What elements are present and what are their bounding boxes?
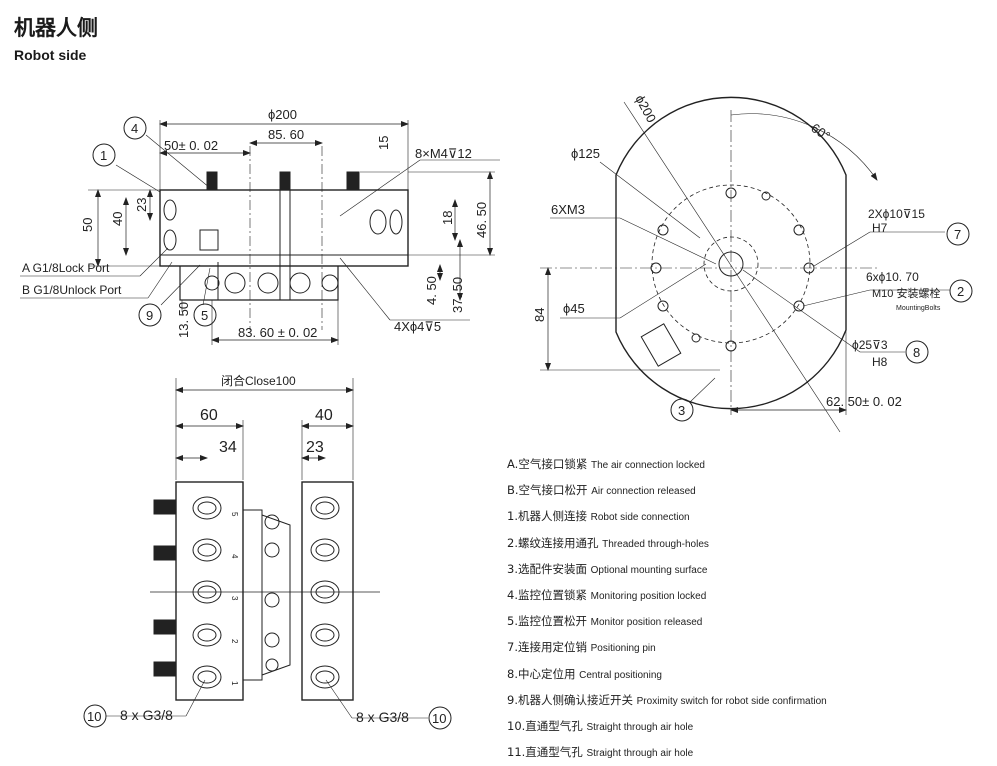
dia-45: ϕ45 (563, 301, 585, 316)
thread-label: 8×M4⊽12 (415, 146, 472, 161)
dim-4-50: 4. 50 (424, 276, 439, 305)
close-100: 闭合Close100 (221, 373, 296, 388)
legend-item: 8.中心定位用 Central positioning (507, 666, 662, 681)
legend-item: 9.机器人侧确认接近开关 Proximity switch for robot … (507, 692, 827, 707)
dim-15: 15 (376, 136, 391, 150)
legend-item: 10.直通型气孔 Straight through air hole (507, 719, 694, 734)
dim-34: 34 (219, 439, 237, 456)
pin-spec: 2Xϕ10⊽15 (868, 207, 925, 221)
port-num-5: 5 (230, 512, 239, 517)
dim-23b: 23 (306, 439, 324, 456)
port-num-1: 1 (230, 681, 239, 686)
legend-item: 1.机器人侧连接 Robot side connection (507, 509, 690, 524)
callout-10-left: 10 (87, 709, 101, 724)
dim-50-tol: 50± 0. 02 (164, 138, 218, 153)
legend-item: 3.选配件安装面 Optional mounting surface (507, 561, 708, 576)
legend-item: B.空气接口松开 Air connection released (507, 483, 696, 498)
bore-spec: ϕ25⊽3 (852, 338, 888, 352)
callout-3: 3 (678, 403, 685, 418)
face-view (540, 96, 973, 433)
dim-62-50: 62. 50± 0. 02 (826, 394, 902, 409)
right-ports (310, 496, 340, 689)
dim-40: 40 (110, 212, 125, 226)
callout-7: 7 (954, 227, 961, 242)
dia-125: ϕ125 (571, 146, 600, 161)
dim-13-50: 13. 50 (176, 302, 191, 338)
bore-fit: H8 (872, 355, 888, 369)
angle-60: 60° (808, 120, 833, 144)
callout-4: 4 (131, 121, 138, 136)
port-num-4: 4 (230, 554, 239, 559)
legend-item: 4.监控位置锁紧 Monitoring position locked (507, 588, 707, 603)
dim-84: 84 (532, 308, 547, 322)
callout-2: 2 (957, 284, 964, 299)
side-view-labels: ϕ200 85. 60 50± 0. 02 15 8×M4⊽12 50 40 2… (22, 107, 489, 340)
callout-10-right: 10 (432, 711, 446, 726)
port-num-2: 2 (230, 639, 239, 644)
closed-view (83, 378, 452, 730)
dim-85-60: 85. 60 (268, 127, 304, 142)
m3-label: 6XM3 (551, 202, 585, 217)
face-dia-200: ϕ200 (632, 92, 659, 125)
page-subtitle: Robot side (14, 47, 87, 63)
page-title: 机器人侧 (14, 16, 98, 40)
legend-item: 2.螺纹连接用通孔 Threaded through-holes (507, 535, 709, 550)
callout-9: 9 (146, 308, 153, 323)
dim-18: 18 (440, 211, 455, 225)
legend-item: 7.连接用定位销 Positioning pin (507, 640, 656, 655)
dim-23: 23 (134, 198, 149, 212)
dim-50: 50 (80, 218, 95, 232)
dim-46-50: 46. 50 (474, 202, 489, 238)
dim-37-50: 37. 50 (450, 277, 465, 313)
left-ports (192, 496, 222, 689)
callout-8: 8 (913, 345, 920, 360)
pin-fit: H7 (872, 221, 888, 235)
legend-item: 5.监控位置松开 Monitor position released (507, 614, 703, 629)
callout-5: 5 (201, 308, 208, 323)
bolt-name: M10 安装螺栓 (872, 286, 940, 300)
side-view (20, 116, 500, 345)
port-b-label: B G1/8Unlock Port (22, 283, 122, 297)
g38-right: 8 x G3/8 (356, 709, 409, 725)
callout-1: 1 (100, 148, 107, 163)
legend-item: A.空气接口锁紧 The air connection locked (507, 457, 705, 471)
face-view-labels: ϕ200 60° ϕ125 6XM3 2Xϕ10⊽15 H7 6xϕ10. 70… (532, 92, 964, 418)
dim-dia-200: ϕ200 (268, 107, 297, 122)
dim-60: 60 (200, 407, 218, 424)
port-num-3: 3 (230, 596, 239, 601)
closed-view-labels: 闭合Close100 60 40 34 23 8 x G3/8 8 x G3/8… (87, 373, 446, 726)
dim-40b: 40 (315, 407, 333, 424)
legend: A.空气接口锁紧 The air connection locked B.空气接… (507, 452, 827, 766)
port-a-label: A G1/8Lock Port (22, 261, 110, 275)
holes-label: 4Xϕ4⊽5 (394, 319, 441, 334)
bolt-name-en: MountingBolts (896, 305, 941, 312)
dim-83-60: 83. 60 ± 0. 02 (238, 325, 317, 340)
g38-left: 8 x G3/8 (120, 707, 173, 723)
bolt-spec: 6xϕ10. 70 (866, 270, 919, 284)
legend-item: 11.直通型气孔 Straight through air hole (507, 745, 694, 760)
